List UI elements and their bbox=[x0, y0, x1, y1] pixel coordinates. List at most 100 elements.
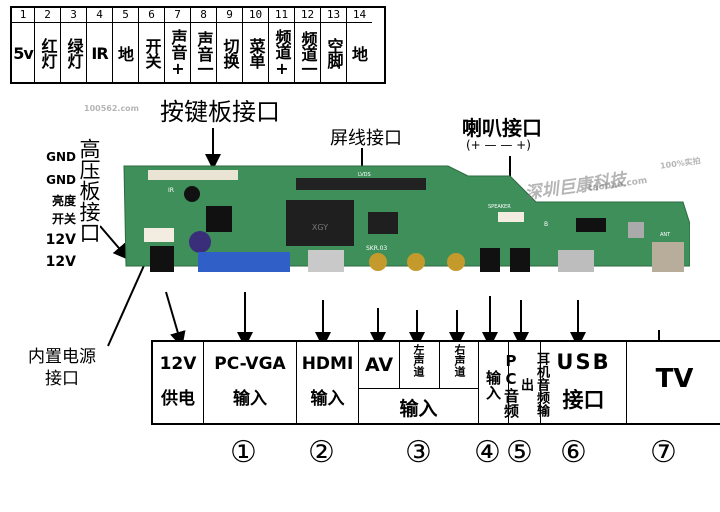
hv-board-title: 高压板接口 bbox=[77, 138, 101, 243]
pin-number: 8 bbox=[191, 8, 216, 23]
pin-label: 地 bbox=[117, 45, 134, 64]
hv-item: 亮度 bbox=[51, 194, 76, 208]
pin-number: 3 bbox=[61, 8, 86, 23]
pin-label: 开关 bbox=[142, 38, 162, 68]
hv-item: 开关 bbox=[51, 212, 76, 226]
pin-column: 13 空脚 bbox=[320, 8, 346, 82]
io-table: 12V 供电 PC-VGA 输入 HDMI 输入 AV 左声道 右声道 输入 P… bbox=[151, 340, 720, 425]
number-2: ② bbox=[308, 435, 335, 470]
pin-column: 14 地 bbox=[346, 8, 372, 82]
number-6: ⑥ bbox=[560, 435, 587, 470]
hv-item: 12V bbox=[45, 254, 76, 270]
pin-label: 5v bbox=[13, 43, 34, 63]
pin-number: 7 bbox=[165, 8, 190, 23]
io-cell-av: AV 左声道 右声道 输入 bbox=[358, 342, 478, 423]
pin-label: 绿灯 bbox=[64, 38, 84, 68]
speaker-polarity: (+ — — +) bbox=[466, 138, 531, 152]
number-4: ④ bbox=[474, 435, 501, 470]
power-arrow bbox=[165, 291, 186, 348]
io-cell-tv: TV bbox=[626, 342, 720, 423]
pcb-board: XGY IR LVDS SPEAKER SKR.03 ANT B bbox=[123, 165, 690, 272]
power-line2: 供电 bbox=[161, 389, 195, 409]
pin-number: 12 bbox=[295, 8, 320, 23]
pin-number: 10 bbox=[243, 8, 268, 23]
silk-lvds: LVDS bbox=[358, 172, 371, 178]
usb-line1: USB bbox=[556, 350, 611, 374]
lvds-connector bbox=[296, 178, 426, 190]
pc-audio-jack bbox=[480, 248, 500, 272]
number-3: ③ bbox=[405, 435, 432, 470]
keyboard-port-caption: 按键板接口 bbox=[160, 98, 280, 126]
chip-text: XGY bbox=[312, 223, 328, 232]
silk-ant: ANT bbox=[660, 232, 671, 238]
pin-column: 3 绿灯 bbox=[60, 8, 86, 82]
pin-label: IR bbox=[91, 43, 108, 63]
hv-item: 12V bbox=[45, 232, 76, 248]
pin-column: 11 频道+ bbox=[268, 8, 294, 82]
pin-number: 6 bbox=[139, 8, 164, 23]
vga-line1: PC-VGA bbox=[214, 354, 286, 374]
pin-label: 切换 bbox=[220, 38, 240, 68]
usb-port bbox=[558, 250, 594, 272]
av-right-jack bbox=[447, 253, 465, 271]
av-left-jack bbox=[407, 253, 425, 271]
hdmi-line2: 输入 bbox=[310, 389, 345, 409]
pin-number: 11 bbox=[269, 8, 294, 23]
pin-label: 声音+ bbox=[168, 29, 188, 77]
pin-column: 9 切换 bbox=[216, 8, 242, 82]
pin-label: 菜单 bbox=[246, 38, 266, 68]
pin-number: 13 bbox=[321, 8, 346, 23]
silk-speaker: SPEAKER bbox=[488, 204, 511, 210]
io-cell-power: 12V 供电 bbox=[153, 342, 203, 423]
number-1: ① bbox=[230, 435, 257, 470]
av-video-jack bbox=[369, 253, 387, 271]
pin-number: 5 bbox=[113, 8, 138, 23]
pin-number: 14 bbox=[347, 8, 372, 23]
internal-power-caption: 内置电源 接口 bbox=[28, 347, 96, 389]
av-input-label: 输入 bbox=[399, 398, 438, 420]
hv-connector bbox=[144, 228, 174, 242]
pin-number: 9 bbox=[217, 8, 242, 23]
silk-ir: IR bbox=[168, 187, 174, 194]
io-cell-usb: USB 接口 bbox=[540, 342, 626, 423]
power-line1: 12V bbox=[159, 354, 197, 374]
io-cell-vga: PC-VGA 输入 bbox=[203, 342, 296, 423]
pin-number: 4 bbox=[87, 8, 112, 23]
keyboard-connector bbox=[148, 170, 238, 180]
av-right-label: 右声道 bbox=[453, 344, 466, 377]
silk-skr: SKR.03 bbox=[366, 245, 387, 252]
io-cell-earphone: 耳机音频输出 bbox=[508, 342, 549, 423]
screen-port-caption: 屏线接口 bbox=[330, 128, 402, 149]
capacitor bbox=[189, 231, 211, 253]
tv-label: TV bbox=[655, 364, 694, 394]
pin-label: 地 bbox=[351, 45, 368, 64]
usb-line2: 接口 bbox=[562, 388, 605, 412]
pin-label: 空脚 bbox=[324, 38, 344, 68]
pin-label: 频道+ bbox=[272, 29, 292, 77]
pc-audio-label: PC音频输入 bbox=[484, 351, 520, 418]
main-chip bbox=[286, 200, 354, 246]
pin-column: 10 菜单 bbox=[242, 8, 268, 82]
hdmi-line1: HDMI bbox=[301, 354, 354, 374]
hv-item: GND bbox=[46, 173, 76, 187]
hv-item: GND bbox=[46, 150, 76, 164]
power-jack bbox=[150, 246, 174, 272]
pin-column: 12 频道一 bbox=[294, 8, 320, 82]
earphone-jack bbox=[510, 248, 530, 272]
vga-line2: 输入 bbox=[233, 389, 267, 409]
pin-label: 频道一 bbox=[298, 30, 318, 76]
av-left-label: 左声道 bbox=[412, 344, 425, 377]
av-label: AV bbox=[364, 354, 394, 376]
hv-board-labels: GND GND 亮度 开关 12V 12V 高压板接口 bbox=[38, 132, 101, 290]
number-7: ⑦ bbox=[650, 435, 677, 470]
speaker-port-caption: 喇叭接口 bbox=[462, 116, 542, 140]
pin-column: 6 开关 bbox=[138, 8, 164, 82]
watermark-site-top: 100562.com bbox=[84, 104, 140, 113]
io-cell-pc-audio: PC音频输入 bbox=[478, 342, 520, 423]
tv-tuner bbox=[652, 242, 684, 272]
